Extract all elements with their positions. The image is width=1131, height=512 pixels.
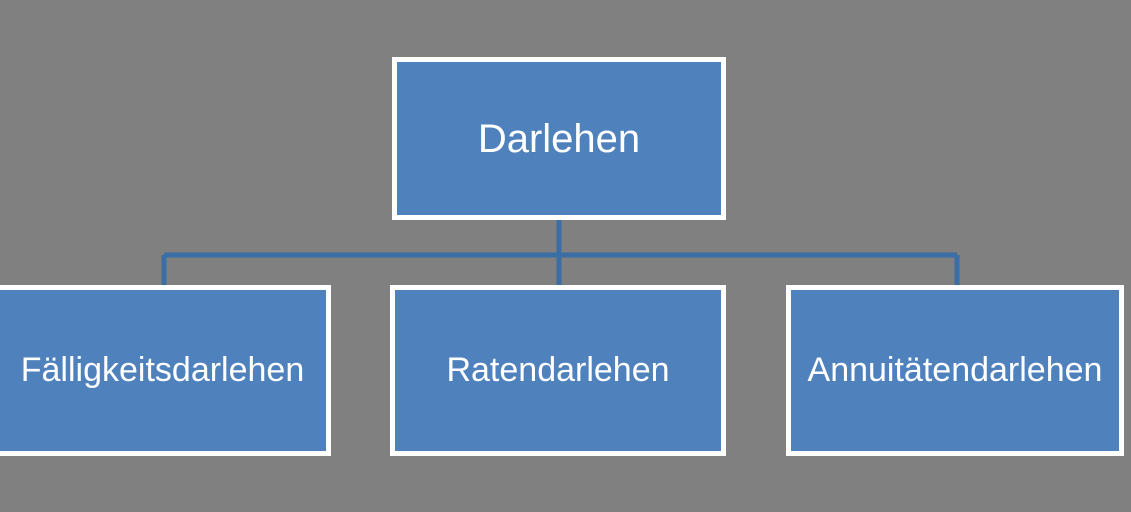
node-annuitaetendarlehen[interactable]: Annuitätendarlehen <box>786 285 1124 456</box>
node-ratendarlehen-label: Ratendarlehen <box>446 350 670 389</box>
node-annuitaetendarlehen-label: Annuitätendarlehen <box>807 350 1103 389</box>
node-faelligkeitsdarlehen-label: Fälligkeitsdarlehen <box>20 350 305 389</box>
node-root[interactable]: Darlehen <box>392 57 726 220</box>
node-faelligkeitsdarlehen[interactable]: Fälligkeitsdarlehen <box>0 285 331 456</box>
node-ratendarlehen[interactable]: Ratendarlehen <box>390 285 726 456</box>
node-root-label: Darlehen <box>477 116 641 161</box>
